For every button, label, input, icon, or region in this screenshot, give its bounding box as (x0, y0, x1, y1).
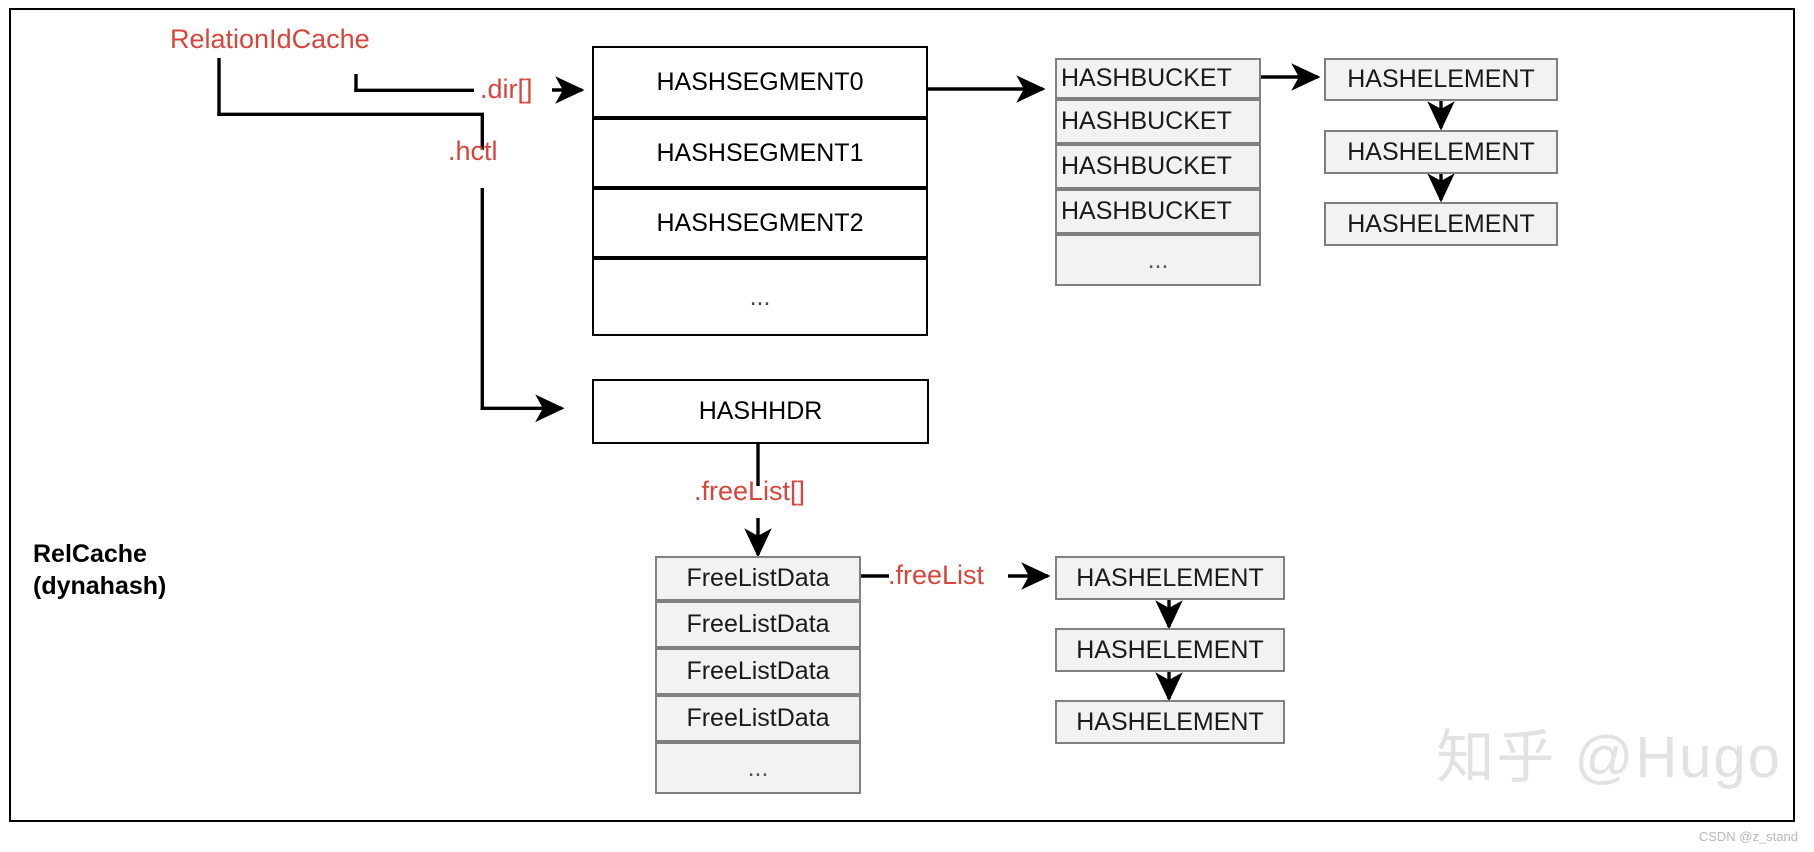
hash-segment-row-0[interactable]: HASHSEGMENT0 (592, 46, 928, 118)
hash-segment-row-ellipsis: ... (592, 258, 928, 336)
hash-element-top-0[interactable]: HASHELEMENT (1324, 58, 1558, 101)
hash-element-bottom-1[interactable]: HASHELEMENT (1055, 628, 1285, 672)
hash-segment-row-2[interactable]: HASHSEGMENT2 (592, 188, 928, 258)
zhihu-watermark: 知乎 @Hugo (1436, 725, 1782, 790)
free-list-data-row-0[interactable]: FreeListData (655, 556, 861, 601)
free-list-data-row-ellipsis: ... (655, 742, 861, 794)
csdn-credit: CSDN @z_stand (1698, 829, 1798, 844)
free-list-data-row-2[interactable]: FreeListData (655, 648, 861, 695)
hctl-edge-label: .hctl (448, 136, 498, 166)
page-title-line1: RelCache (33, 540, 147, 568)
freelist-edge-label: .freeList (888, 560, 985, 590)
hash-bucket-row-ellipsis: ... (1055, 234, 1261, 286)
hashhdr-box[interactable]: HASHHDR (592, 379, 929, 444)
hash-element-bottom-0[interactable]: HASHELEMENT (1055, 556, 1285, 600)
hash-bucket-row-3[interactable]: HASHBUCKET (1055, 189, 1261, 234)
hash-element-top-2[interactable]: HASHELEMENT (1324, 202, 1558, 246)
hash-segment-row-1[interactable]: HASHSEGMENT1 (592, 118, 928, 188)
free-list-data-row-1[interactable]: FreeListData (655, 601, 861, 648)
hash-element-bottom-2[interactable]: HASHELEMENT (1055, 700, 1285, 744)
hash-bucket-row-0[interactable]: HASHBUCKET (1055, 58, 1261, 99)
hash-bucket-row-1[interactable]: HASHBUCKET (1055, 99, 1261, 144)
freelist-array-edge-label: .freeList[] (694, 476, 806, 506)
dir-edge-label: .dir[] (480, 74, 533, 104)
page-title: RelCache (dynahash) (33, 538, 166, 602)
hash-bucket-row-2[interactable]: HASHBUCKET (1055, 144, 1261, 189)
page-title-line2: (dynahash) (33, 572, 167, 600)
hash-element-top-1[interactable]: HASHELEMENT (1324, 130, 1558, 174)
relationidcache-label: RelationIdCache (170, 24, 370, 54)
free-list-data-row-3[interactable]: FreeListData (655, 695, 861, 742)
